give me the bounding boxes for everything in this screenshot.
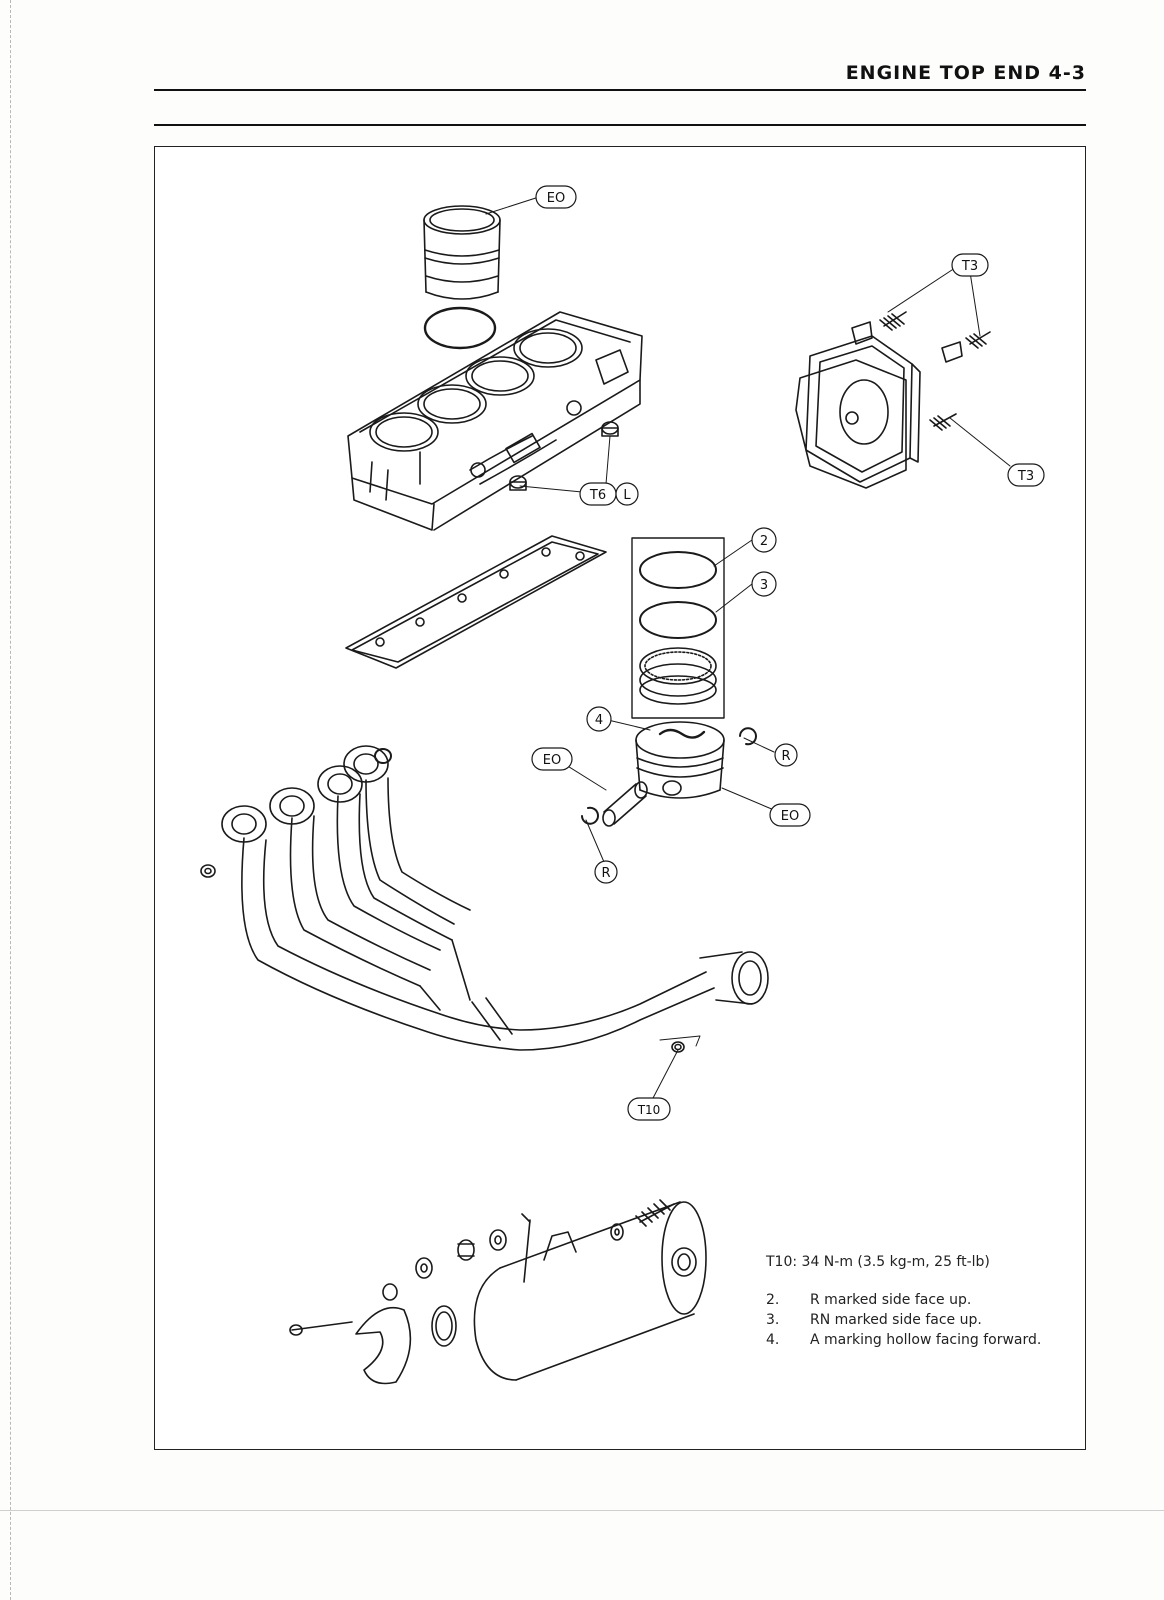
binding-edge	[0, 0, 11, 1600]
header-rule-bottom	[154, 124, 1086, 126]
page-bottom-rule	[0, 1510, 1164, 1511]
svg-text:T10: T10	[637, 1103, 661, 1117]
callout-t10: T10	[627, 1097, 671, 1121]
callout-t3-upper: T3	[951, 253, 989, 277]
piston-pin	[602, 781, 648, 827]
exhaust-header	[221, 745, 769, 1051]
note-text: RN marked side face up.	[810, 1312, 982, 1328]
piston-rings-box	[631, 537, 725, 719]
callout-t3-lower: T3	[1007, 463, 1045, 487]
callout-r-left: R	[594, 860, 618, 884]
callout-ring-3: 3	[751, 571, 777, 597]
port-gasket	[374, 748, 392, 764]
callout-r-right: R	[774, 743, 798, 767]
note-number: 2.	[766, 1292, 780, 1308]
snap-rings	[581, 727, 757, 825]
note-text: R marked side face up.	[810, 1292, 972, 1308]
callout-eo-piston: EO	[769, 803, 811, 827]
svg-text:R: R	[781, 749, 790, 764]
callout-ring-2: 2	[751, 527, 777, 553]
liner-o-ring	[423, 306, 497, 350]
rear-cover	[805, 335, 921, 483]
svg-text:EO: EO	[781, 809, 799, 824]
callout-t6-l: T6 L	[579, 482, 639, 506]
note-number: 3.	[766, 1312, 780, 1328]
callouts: EO T3 T3 T6 L 2 3 4 EO	[531, 185, 1045, 1121]
cylinder-liner	[423, 205, 501, 300]
svg-text:2: 2	[760, 534, 768, 549]
note-number: 4.	[766, 1332, 780, 1348]
callout-piston-4: 4	[586, 706, 612, 732]
header-nuts	[200, 864, 685, 1053]
svg-text:R: R	[601, 866, 610, 881]
svg-text:L: L	[623, 488, 631, 503]
torque-spec: T10: 34 N-m (3.5 kg-m, 25 ft-lb)	[766, 1254, 990, 1270]
note-item: 3. RN marked side face up.	[766, 1310, 1086, 1330]
piston	[635, 721, 725, 799]
svg-text:EO: EO	[547, 191, 565, 206]
svg-text:T6: T6	[589, 488, 606, 503]
note-text: A marking hollow facing forward.	[810, 1332, 1042, 1348]
svg-text:3: 3	[760, 578, 768, 593]
svg-text:4: 4	[595, 713, 603, 728]
muffler-hardware	[289, 1199, 675, 1385]
callout-eo-liner: EO	[535, 185, 577, 209]
header-rule-top	[154, 89, 1086, 91]
cylinder-block	[347, 311, 643, 531]
diagram-notes: T10: 34 N-m (3.5 kg-m, 25 ft-lb) 2. R ma…	[766, 1254, 1086, 1350]
svg-text:EO: EO	[543, 753, 561, 768]
page-title: ENGINE TOP END 4-3	[845, 62, 1086, 84]
svg-text:T3: T3	[1017, 469, 1034, 484]
muffler	[473, 1201, 707, 1381]
cylinder-base-gasket	[345, 535, 607, 669]
note-item: 2. R marked side face up.	[766, 1290, 1086, 1310]
callout-eo-pin: EO	[531, 747, 573, 771]
note-item: 4. A marking hollow facing forward.	[766, 1330, 1086, 1350]
leader-lines	[485, 195, 1011, 1101]
cover-gasket	[795, 359, 907, 489]
svg-text:T3: T3	[961, 259, 978, 274]
cover-bolts	[851, 311, 991, 431]
